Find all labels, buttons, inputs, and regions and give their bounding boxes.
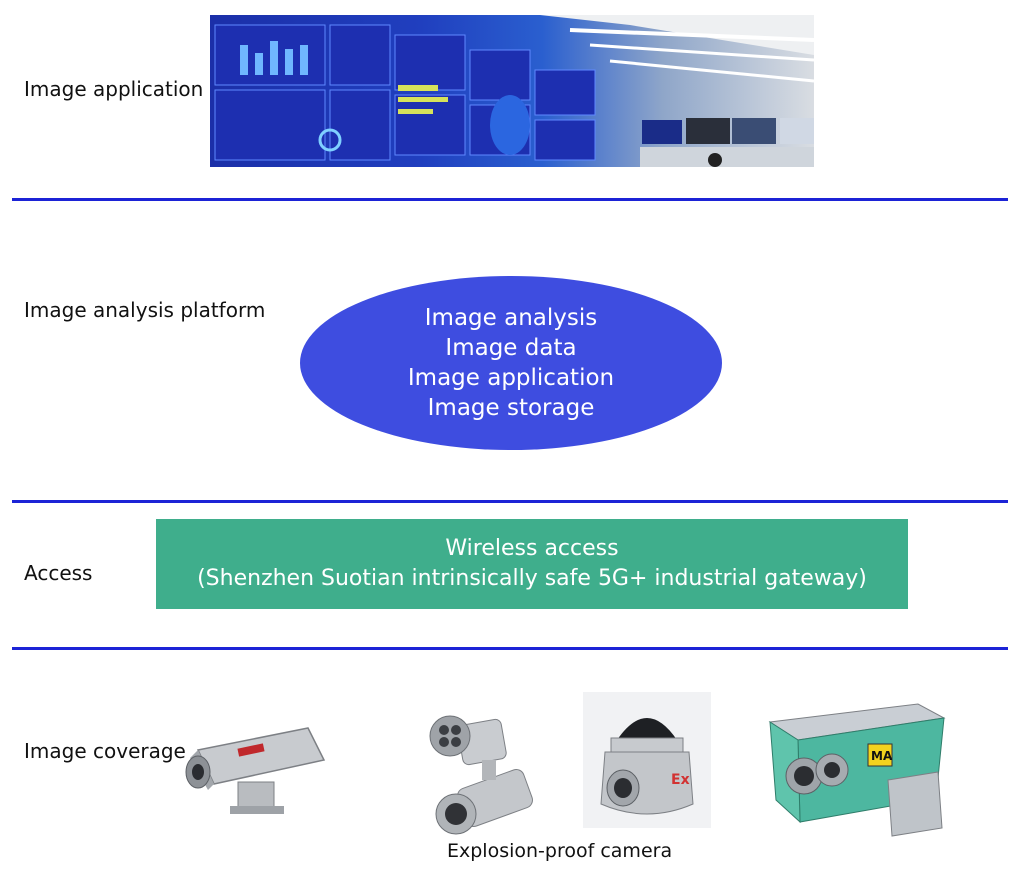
access-gateway-box: Wireless access (Shenzhen Suotian intrin… bbox=[156, 519, 908, 609]
camera-caption: Explosion-proof camera bbox=[447, 840, 673, 862]
platform-function-application: Image application bbox=[407, 365, 615, 391]
platform-layer-label: Image analysis platform bbox=[24, 298, 266, 322]
mine-camera-icon: MA bbox=[768, 700, 948, 840]
access-gateway-description: (Shenzhen Suotian intrinsically safe 5G+… bbox=[197, 566, 867, 591]
infrared-camera-icon bbox=[420, 708, 540, 838]
platform-function-storage: Image storage bbox=[427, 395, 595, 421]
layer-divider-3 bbox=[12, 647, 1008, 650]
layer-divider-2 bbox=[12, 500, 1008, 503]
bullet-camera-icon bbox=[178, 720, 328, 820]
coverage-layer-label: Image coverage bbox=[24, 739, 186, 763]
dome-camera-icon: Ex bbox=[583, 692, 711, 828]
platform-function-data: Image data bbox=[445, 335, 577, 361]
platform-function-analysis: Image analysis bbox=[424, 305, 598, 331]
access-title: Wireless access bbox=[445, 536, 619, 561]
svg-text:MA: MA bbox=[871, 749, 893, 763]
layer-divider-1 bbox=[12, 198, 1008, 201]
platform-ellipse: Image analysis Image data Image applicat… bbox=[300, 276, 722, 450]
svg-text:Ex: Ex bbox=[671, 772, 690, 788]
control-room-photo bbox=[210, 15, 814, 167]
access-layer-label: Access bbox=[24, 561, 93, 585]
application-layer-label: Image application bbox=[24, 77, 204, 101]
